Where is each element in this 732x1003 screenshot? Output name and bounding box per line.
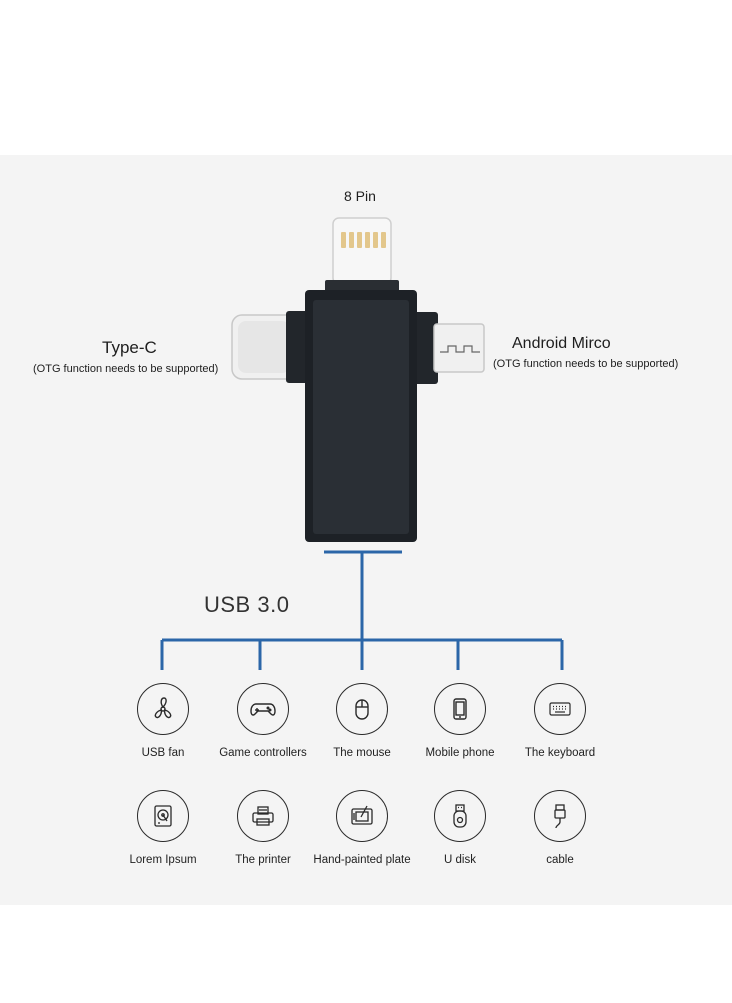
device-hand-painted-plate: Hand-painted plate [302, 790, 422, 890]
lightning-label: 8 Pin [344, 188, 376, 204]
usb-version-label: USB 3.0 [204, 592, 290, 617]
drawing-tablet-icon [336, 790, 388, 842]
cable-icon [534, 790, 586, 842]
type-c-note: (OTG function needs to be supported) [33, 363, 219, 375]
device-mobile-phone: Mobile phone [400, 683, 520, 783]
device-keyboard: The keyboard [500, 683, 620, 783]
device-usb-fan: USB fan [103, 683, 223, 783]
device-label: U disk [444, 854, 476, 866]
device-game-controllers: Game controllers [203, 683, 323, 783]
device-printer: The printer [203, 790, 323, 890]
android-micro-label: Android Mirco [512, 335, 611, 352]
device-label: cable [546, 854, 574, 866]
device-u-disk: U disk [400, 790, 520, 890]
lightning-connector [325, 217, 399, 292]
device-label: Game controllers [219, 747, 307, 759]
device-label: The printer [235, 854, 291, 866]
adapter-body [305, 290, 417, 542]
device-lorem-ipsum: Lorem Ipsum [103, 790, 223, 890]
type-c-connector [231, 311, 310, 383]
connection-tree [160, 550, 564, 670]
device-label: The keyboard [524, 747, 596, 759]
gamepad-icon [237, 683, 289, 735]
hard-disk-icon [137, 790, 189, 842]
android-micro-note: (OTG function needs to be supported) [493, 358, 679, 370]
phone-icon [434, 683, 486, 735]
fan-icon [137, 683, 189, 735]
printer-icon [237, 790, 289, 842]
device-label: Lorem Ipsum [129, 854, 197, 866]
micro-usb-connector [414, 312, 485, 384]
usb-drive-icon [434, 790, 486, 842]
keyboard-icon [534, 683, 586, 735]
type-c-label: Type-C [102, 338, 157, 357]
device-label: USB fan [141, 747, 185, 759]
device-mouse: The mouse [302, 683, 422, 783]
mouse-icon [336, 683, 388, 735]
device-label: Hand-painted plate [313, 854, 411, 866]
device-label: The mouse [333, 747, 391, 759]
device-label: Mobile phone [425, 747, 495, 759]
device-cable: cable [500, 790, 620, 890]
